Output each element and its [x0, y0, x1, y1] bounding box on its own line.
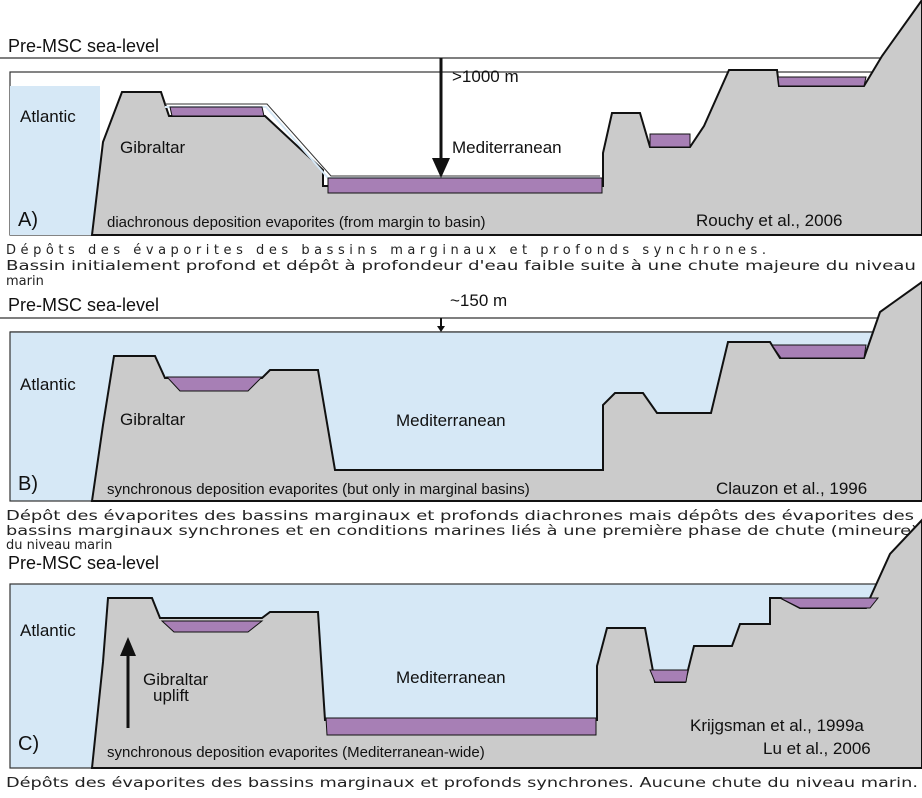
panel-a-mediterranean-label: Mediterranean	[452, 138, 562, 157]
panel-a-evaporite-deep-basin	[327, 177, 603, 194]
panel-c-mediterranean-label: Mediterranean	[396, 668, 506, 687]
panel-a: Pre-MSC sea-level >1000 m Atlantic Gibra…	[0, 0, 922, 289]
panel-a-depth-label: >1000 m	[452, 67, 519, 86]
panel-c-evaporite-margin-left	[160, 620, 264, 633]
panel-a-atlantic-water	[10, 86, 100, 235]
panel-b-depth-label: ~150 m	[450, 291, 507, 310]
panel-a-evaporite-margin-right-1	[649, 133, 691, 148]
panel-b-mediterranean-label: Mediterranean	[396, 411, 506, 430]
panel-a-french-line-1: Dépôts des évaporites des bassins margin…	[6, 243, 766, 258]
panel-c-letter: C)	[18, 733, 39, 755]
panel-c: Pre-MSC sea-level Atlantic Gibraltar upl…	[6, 518, 922, 791]
panel-b-french-line-3: du niveau marin	[6, 538, 112, 553]
panel-b-gibraltar-label: Gibraltar	[120, 410, 186, 429]
panel-a-french-line-3: marin	[6, 274, 44, 289]
panel-b-atlantic-label: Atlantic	[20, 375, 76, 394]
panel-c-evaporite-margin-right-2	[779, 597, 880, 609]
panel-a-atlantic-label: Atlantic	[20, 107, 76, 126]
panel-a-water-film	[165, 103, 600, 177]
panel-a-evaporite-margin-left	[169, 106, 265, 117]
panel-c-gibraltar-label-line-2: uplift	[153, 686, 189, 705]
panel-a-letter: A)	[18, 209, 38, 231]
panel-c-reference-line-2: Lu et al., 2006	[763, 739, 871, 758]
panel-b-sea-level-label: Pre-MSC sea-level	[8, 295, 159, 315]
panel-b-evaporite-margin-left	[165, 376, 264, 392]
panel-c-sea-level-label: Pre-MSC sea-level	[8, 553, 159, 573]
panel-c-french-line-1: Dépôts des évaporites des bassins margin…	[6, 776, 918, 791]
panel-c-deposition-caption: synchronous deposition evaporites (Medit…	[107, 744, 485, 761]
panel-b-french-line-2: bassins marginaux synchrones et en condi…	[6, 524, 918, 539]
panel-c-uplift-arrow-head	[120, 637, 136, 656]
panel-b-reference: Clauzon et al., 1996	[716, 479, 867, 498]
panel-b-letter: B)	[18, 473, 38, 495]
panel-c-atlantic-label: Atlantic	[20, 621, 76, 640]
panel-c-evaporite-deep-basin	[325, 717, 597, 736]
panel-b-deposition-caption: synchronous deposition evaporites (but o…	[107, 481, 530, 498]
panel-a-deposition-caption: diachronous deposition evaporites (from …	[107, 214, 486, 231]
panel-a-evaporite-margin-right-2	[777, 76, 867, 87]
panel-a-gibraltar-label: Gibraltar	[120, 138, 186, 157]
panel-c-evaporite-margin-right-1	[649, 669, 689, 683]
panel-c-gibraltar-label-line-1: Gibraltar	[143, 670, 209, 689]
panel-b-rock-profile	[90, 280, 922, 502]
panel-b-evaporite-margin-right	[771, 344, 867, 359]
panel-a-depth-arrow-head	[432, 158, 450, 178]
panel-a-french-line-2: Bassin initialement profond et dépôt à p…	[6, 259, 916, 274]
panel-a-reference: Rouchy et al., 2006	[696, 211, 842, 230]
panel-c-reference-line-1: Krijgsman et al., 1999a	[690, 716, 864, 735]
panel-b-depth-arrow-head	[437, 326, 445, 332]
panel-b-french-line-1: Dépôt des évaporites des bassins margina…	[6, 509, 914, 524]
panel-b: Pre-MSC sea-level ~150 m Atlantic Gibral…	[0, 280, 922, 553]
panel-a-sea-level-label: Pre-MSC sea-level	[8, 36, 159, 56]
